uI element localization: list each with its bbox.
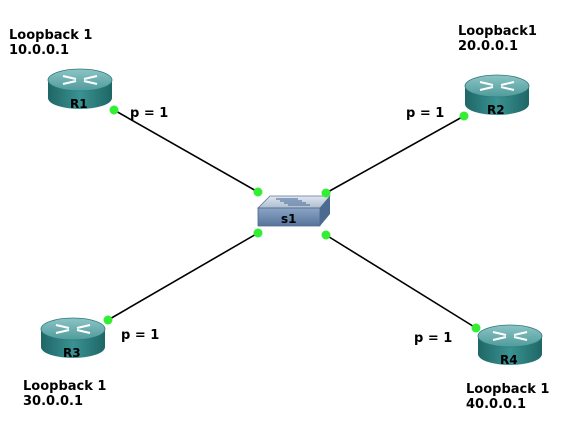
r3-loopback-label: Loopback 1 xyxy=(23,379,107,394)
link-r1-s1 xyxy=(113,109,259,193)
port-r3[interactable] xyxy=(103,315,113,325)
router-r3-name: R3 xyxy=(63,346,81,360)
r2-loopback-ip: 20.0.0.1 xyxy=(458,39,519,54)
router-arrows-icon xyxy=(479,81,515,91)
router-arrows-icon xyxy=(55,324,91,334)
link-r3-label: p = 1 xyxy=(121,328,160,343)
router-r3[interactable]: R3 xyxy=(40,317,106,360)
router-r1-name: R1 xyxy=(70,97,88,111)
r1-loopback-label: Loopback 1 xyxy=(9,28,93,43)
router-arrows-icon xyxy=(492,331,528,341)
router-r4[interactable]: R4 xyxy=(477,324,543,367)
link-r4-s1 xyxy=(325,234,477,329)
port-s1-r2[interactable] xyxy=(321,188,331,198)
switch-s1[interactable]: s1 xyxy=(257,195,331,227)
r4-loopback: Loopback 1 40.0.0.1 xyxy=(466,382,549,412)
port-r2[interactable] xyxy=(459,111,469,121)
port-r4[interactable] xyxy=(471,323,481,333)
link-r4-label: p = 1 xyxy=(414,331,453,346)
switch-arrows-icon xyxy=(276,198,310,206)
router-r2-name: R2 xyxy=(487,103,505,117)
r2-loopback: Loopback1 20.0.0.1 xyxy=(458,24,537,54)
r3-loopback: Loopback 1 30.0.0.1 xyxy=(23,379,106,409)
r1-loopback: Loopback 1 10.0.0.1 xyxy=(9,28,92,58)
link-r2-s1 xyxy=(325,115,465,194)
r3-loopback-ip: 30.0.0.1 xyxy=(23,394,84,409)
link-r1-label: p = 1 xyxy=(130,106,169,121)
router-arrows-icon xyxy=(62,75,98,85)
port-s1-r3[interactable] xyxy=(253,228,263,238)
r4-loopback-ip: 40.0.0.1 xyxy=(466,397,527,412)
router-r2[interactable]: R2 xyxy=(464,74,530,117)
r2-loopback-label: Loopback1 xyxy=(458,24,537,39)
switch-s1-name: s1 xyxy=(281,212,297,226)
router-r4-name: R4 xyxy=(500,353,518,367)
router-r1[interactable]: R1 xyxy=(47,68,113,111)
link-r2-label: p = 1 xyxy=(406,106,445,121)
port-r1[interactable] xyxy=(109,105,119,115)
r4-loopback-label: Loopback 1 xyxy=(466,382,550,397)
port-s1-r4[interactable] xyxy=(321,230,331,240)
port-s1-r1[interactable] xyxy=(253,187,263,197)
link-r3-s1 xyxy=(107,232,259,321)
r1-loopback-ip: 10.0.0.1 xyxy=(9,43,70,58)
